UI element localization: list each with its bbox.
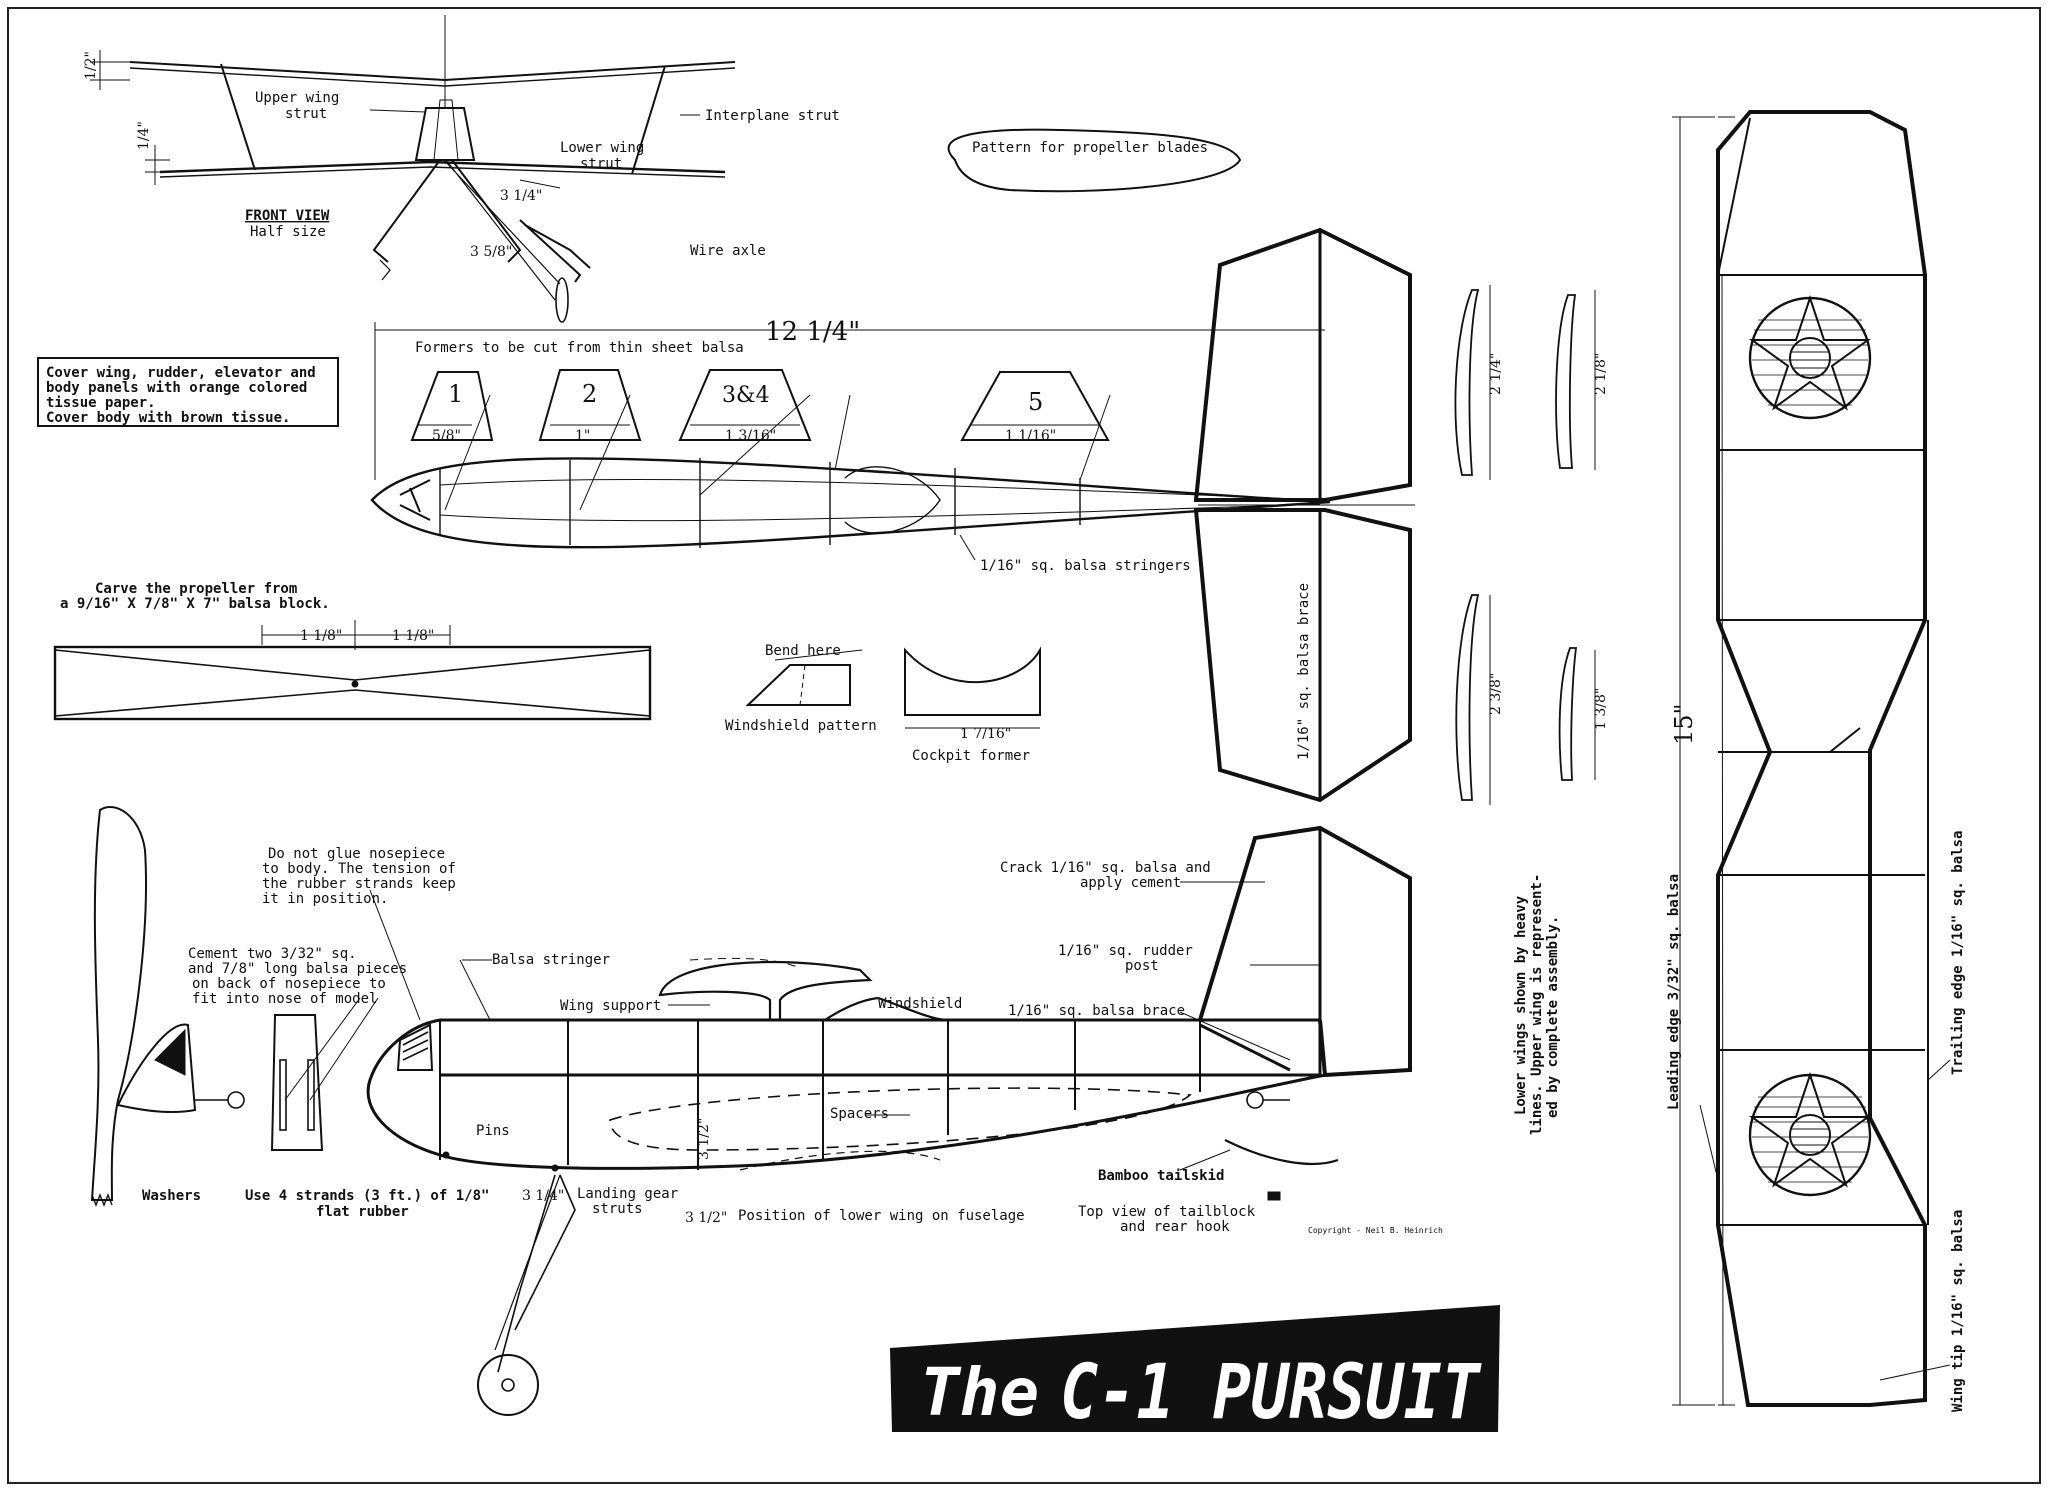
wing-span-dim: 15"	[1670, 703, 1698, 745]
front-view	[90, 15, 736, 323]
title-main: C-1 PURSUIT	[1060, 1347, 1482, 1436]
lower-wing-strut-label-1: Lower wing	[560, 140, 644, 156]
landing-gear-label-2: struts	[592, 1201, 643, 1217]
tailblock-label-2: and rear hook	[1120, 1219, 1230, 1235]
lower-wing-position-label: Position of lower wing on fuselage	[738, 1208, 1025, 1224]
propeller-dim-right: 1 1/8"	[392, 628, 434, 644]
crack-note-2: apply cement	[1080, 875, 1181, 891]
tailskid-label: Bamboo tailskid	[1098, 1168, 1224, 1184]
former-1-dim: 5/8"	[432, 428, 461, 444]
front-dim-b: 3 5/8"	[470, 244, 512, 260]
wing-support-label: Wing support	[560, 998, 661, 1014]
tail-brace-label: 1/16" sq. balsa brace	[1296, 583, 1312, 760]
elevator-dim-4: 1 3/8"	[1593, 688, 1609, 730]
pins-label: Pins	[476, 1123, 510, 1139]
former-5-dim: 1 1/16"	[1005, 428, 1056, 444]
former-3-4-id: 3&4	[722, 383, 770, 408]
cockpit-former-label: Cockpit former	[912, 748, 1030, 764]
cover-note-line-2: body panels with orange colored	[46, 380, 307, 396]
cockpit-dim: 1 7/16"	[960, 726, 1011, 742]
rudder-post-label-2: post	[1125, 958, 1159, 974]
cement-note-3: on back of nosepiece to	[192, 976, 386, 992]
interplane-strut-label: Interplane strut	[705, 108, 840, 124]
side-dim-a: 3 1/4"	[522, 1188, 564, 1204]
nosepiece-note-3: the rubber strands keep	[262, 876, 456, 892]
balsa-stringer-label: Balsa stringer	[492, 952, 610, 968]
fuselage-side-view	[366, 825, 1412, 1416]
side-dim-b: 3 1/2"	[685, 1210, 727, 1226]
elevator-dim-2: 2 1/8"	[1593, 353, 1609, 395]
wing-tip-label: Wing tip 1/16" sq. balsa	[1950, 1210, 1966, 1412]
former-1-id: 1	[448, 380, 463, 408]
title-banner	[890, 1305, 1500, 1432]
wing-note-line-1: Lower wings shown by heavy	[1513, 895, 1529, 1115]
upper-wing-strut-label-2: strut	[285, 106, 327, 122]
windshield-label: Windshield	[878, 996, 962, 1012]
propeller-note-1: Carve the propeller from	[95, 581, 297, 597]
cover-note-line-3: tissue paper.	[46, 395, 156, 411]
sheet-border	[7, 7, 2041, 1484]
cement-note-4: fit into nose of model	[192, 991, 377, 1007]
washers-label: Washers	[142, 1188, 201, 1204]
windshield-cockpit-details	[745, 646, 1041, 729]
cover-note-line-4: Cover body with brown tissue.	[46, 410, 290, 426]
former-2-id: 2	[582, 380, 597, 408]
rudder-post-label-1: 1/16" sq. rudder	[1058, 943, 1193, 959]
landing-gear-label-1: Landing gear	[577, 1186, 678, 1202]
elevator-dim-1: 2 1/4"	[1488, 353, 1504, 395]
propeller-blank	[53, 620, 652, 721]
front-dim-dihedral-lower: 1/4"	[136, 121, 152, 150]
title-prefix: The	[920, 1354, 1039, 1431]
stringers-label: 1/16" sq. balsa stringers	[980, 558, 1191, 574]
former-2-dim: 1"	[575, 428, 590, 444]
propeller-pattern-label: Pattern for propeller blades	[972, 140, 1208, 156]
rubber-note-1: Use 4 strands (3 ft.) of 1/8"	[245, 1188, 489, 1204]
nosepiece-note-1: Do not glue nosepiece	[268, 846, 445, 862]
former-5-id: 5	[1028, 388, 1043, 416]
formers-heading: Formers to be cut from thin sheet balsa	[415, 340, 744, 356]
lower-wing-strut-label-2: strut	[580, 156, 622, 172]
wire-axle-label: Wire axle	[690, 243, 766, 259]
cement-note-1: Cement two 3/32" sq.	[188, 946, 357, 962]
signature: Copyright - Neil B. Heinrich	[1308, 1226, 1443, 1235]
elevator-dim-3: 2 3/8"	[1488, 673, 1504, 715]
front-dim-a: 3 1/4"	[500, 188, 542, 204]
upper-wing-strut-label-1: Upper wing	[255, 90, 339, 106]
tailblock-label-1: Top view of tailblock	[1078, 1204, 1256, 1220]
cover-note-line-1: Cover wing, rudder, elevator and	[46, 365, 316, 381]
propeller-blade-pattern	[947, 128, 1242, 193]
cement-note-2: and 7/8" long balsa pieces	[188, 961, 407, 977]
wing-note-line-3: ed by complete assembly.	[1545, 916, 1561, 1118]
windshield-pattern-label: Windshield pattern	[725, 718, 877, 734]
windshield-bend-label: Bend here	[765, 643, 841, 659]
leading-edge-label: Leading edge 3/32" sq. balsa	[1666, 874, 1682, 1110]
front-dim-dihedral-upper: 1/2"	[83, 51, 99, 80]
nosepiece-note-2: to body. The tension of	[262, 861, 456, 877]
tail-outlines	[1454, 285, 1596, 805]
propeller-dim-left: 1 1/8"	[300, 628, 342, 644]
balsa-brace-label: 1/16" sq. balsa brace	[1008, 1003, 1185, 1019]
nosepiece-details	[90, 805, 421, 1207]
crack-note-1: Crack 1/16" sq. balsa and	[1000, 860, 1211, 876]
spacers-label: Spacers	[830, 1106, 889, 1122]
wing-note-line-2: lines. Upper wing is represent-	[1529, 874, 1545, 1135]
propeller-note-2: a 9/16" X 7/8" X 7" balsa block.	[60, 596, 330, 612]
rubber-note-2: flat rubber	[316, 1204, 409, 1220]
fuselage-top-view	[370, 227, 1415, 803]
former-3-4-dim: 1 3/16"	[725, 428, 776, 444]
cover-note-box	[37, 357, 339, 427]
wing-plan-view	[1672, 110, 1951, 1407]
trailing-edge-label: Trailing edge 1/16" sq. balsa	[1950, 831, 1966, 1075]
fuselage-length-dim: 12 1/4"	[765, 317, 860, 347]
side-dim-c: 3 1/2"	[696, 1118, 712, 1160]
nosepiece-note-4: it in position.	[262, 891, 388, 907]
front-view-subtitle: Half size	[250, 224, 326, 240]
front-view-title: FRONT VIEW	[245, 208, 330, 224]
